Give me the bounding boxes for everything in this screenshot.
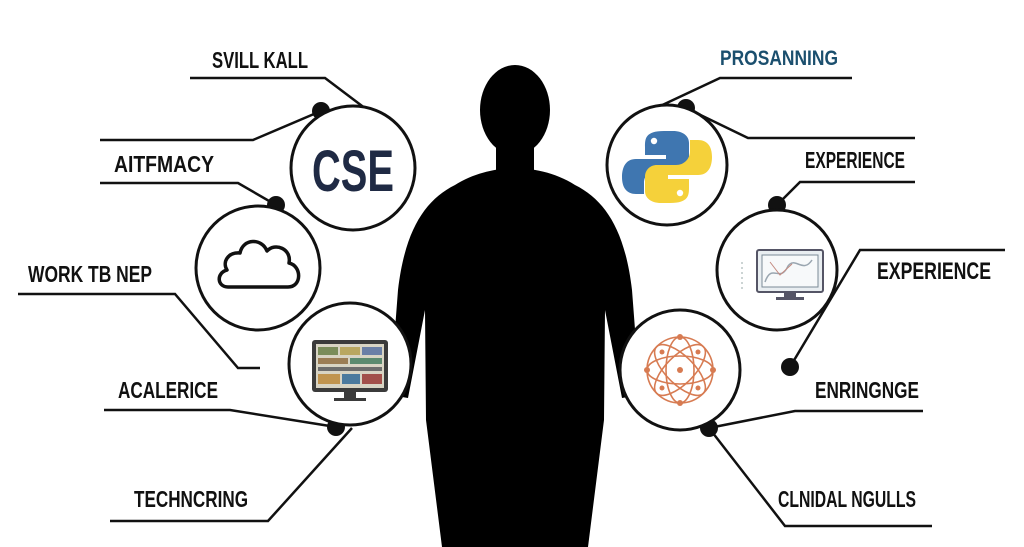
- icon-circle-chart-monitor: [715, 208, 839, 332]
- label-clnidal-ngulls: CLNIDAL NGULLS: [778, 486, 916, 512]
- label-aitfmacy: AITFMACY: [114, 151, 214, 177]
- right-connectors: [655, 76, 1005, 528]
- label-acalerice: ACALERICE: [118, 377, 218, 403]
- cse-logo: CSE: [312, 139, 394, 204]
- icon-circle-cloud: [194, 204, 322, 332]
- label-experience-1: EXPERIENCE: [805, 147, 905, 173]
- label-experience-2: EXPERIENCE: [877, 258, 991, 285]
- label-work-tb-nep: WORK TB NEP: [28, 261, 152, 287]
- dashboard-monitor-icon: [312, 340, 388, 401]
- network-sphere-icon: [644, 334, 716, 406]
- chart-monitor-icon: [741, 249, 824, 300]
- label-techncring: TECHNCRING: [134, 486, 248, 512]
- right-labels: PROSANNING EXPERIENCE EXPERIENCE ENRINGN…: [720, 47, 991, 512]
- icon-circle-python: [605, 103, 729, 227]
- person-silhouette: [390, 65, 640, 547]
- left-connectors: [18, 76, 379, 523]
- python-logo: [622, 131, 712, 203]
- cloud-icon: [217, 239, 301, 289]
- label-enringnge: ENRINGNGE: [815, 377, 919, 403]
- icon-circle-cse: CSE: [289, 104, 417, 232]
- icon-circle-dashboard: [287, 301, 413, 427]
- left-labels: SVILL KALL AITFMACY WORK TB NEP ACALERIC…: [28, 47, 308, 512]
- label-prosanning: PROSANNING: [720, 47, 838, 70]
- label-skill-kall: SVILL KALL: [212, 47, 308, 73]
- icon-circle-network: [618, 308, 742, 432]
